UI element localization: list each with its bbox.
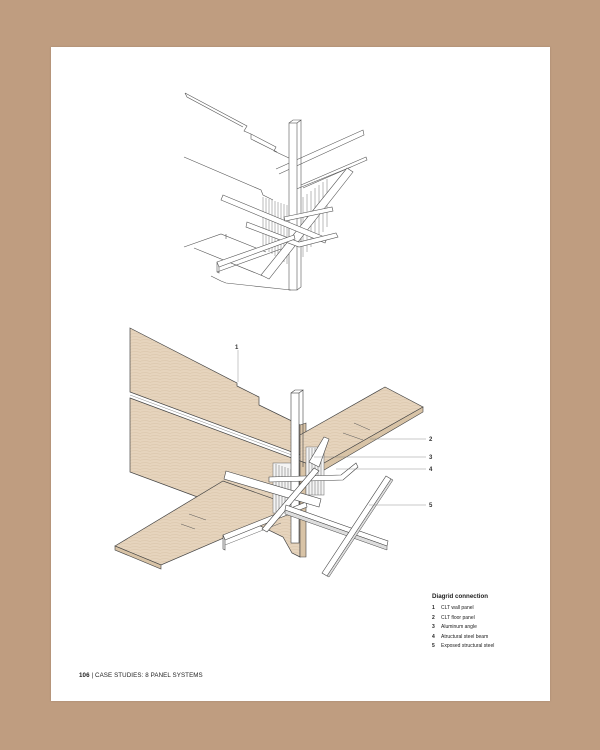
legend: Diagrid connection 1 CLT wall panel 2 CL… bbox=[432, 593, 547, 652]
legend-item: 4 Atructural steel beam bbox=[432, 633, 547, 643]
lower-rendered-drawing bbox=[114, 327, 424, 578]
upper-wireframe-drawing bbox=[183, 92, 368, 291]
legend-item: 2 CLT floor panel bbox=[432, 614, 547, 624]
callout-2: 2 bbox=[429, 437, 433, 443]
legend-item-number: 3 bbox=[432, 624, 435, 630]
legend-title: Diagrid connection bbox=[432, 593, 489, 600]
legend-item-number: 5 bbox=[432, 643, 435, 649]
legend-item-label: Exposed structural steel bbox=[441, 643, 495, 649]
page-footer: 106 | CASE STUDIES: 8 PANEL SYSTEMS bbox=[79, 672, 203, 679]
legend-item-label: Atructural steel beam bbox=[441, 633, 489, 640]
footer-separator: | bbox=[91, 672, 94, 679]
book-page: 1 2 3 4 5 Diagrid connection 1 CLT wall … bbox=[51, 47, 550, 701]
page-number: 106 bbox=[79, 672, 90, 679]
diagrid-connection-drawings: 1 2 3 4 5 bbox=[114, 92, 433, 578]
legend-item-label: Aluminum angle bbox=[441, 624, 477, 630]
legend-item: 1 CLT wall panel bbox=[432, 604, 547, 614]
legend-item-number: 2 bbox=[432, 614, 435, 621]
callout-4: 4 bbox=[429, 467, 433, 473]
section-title: CASE STUDIES: 8 PANEL SYSTEMS bbox=[95, 672, 203, 679]
legend-item: 3 Aluminum angle bbox=[432, 623, 547, 633]
legend-item-number: 4 bbox=[432, 633, 435, 640]
legend-item-number: 1 bbox=[432, 605, 435, 611]
callout-1: 1 bbox=[235, 345, 239, 351]
legend-item: 5 Exposed structural steel bbox=[432, 642, 547, 652]
legend-item-label: CLT floor panel bbox=[441, 614, 475, 621]
callout-leaders bbox=[237, 350, 426, 506]
legend-item-label: CLT wall panel bbox=[441, 605, 474, 611]
callout-5: 5 bbox=[429, 503, 433, 509]
callout-3: 3 bbox=[429, 455, 433, 461]
